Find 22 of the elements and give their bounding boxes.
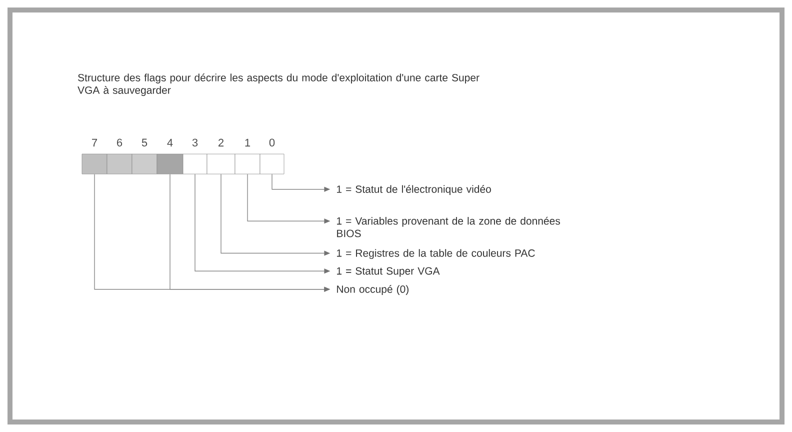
bit-number: 3 (192, 138, 198, 146)
bit-cell (234, 154, 260, 174)
bit-description: 1 = Registres de la table de couleurs PAC (337, 249, 535, 259)
bit-number: 5 (142, 138, 148, 146)
bit-cell (260, 154, 284, 174)
bit-cell (156, 154, 184, 174)
bit-number: 4 (167, 138, 173, 146)
title: Structure des flags pour décrire les aspects du mode d'exploitation d'une carte Super VGA à sauvegarder (78, 74, 480, 96)
bit-description: 1 = Statut Super VGA (337, 267, 440, 277)
bit-number: 1 (245, 138, 250, 146)
bit-description: 1 = Variables provenant de la zone de données BIOS (337, 216, 560, 238)
bit-cell (206, 154, 236, 174)
bit-number: 6 (117, 138, 122, 146)
bit-cell (132, 154, 158, 174)
bit-description: Non occupé (0) (337, 285, 408, 295)
bit-number: 2 (218, 138, 224, 146)
bit-cell (182, 154, 208, 174)
bit-description: 1 = Statut de l'électronique vidéo (337, 185, 491, 195)
bit-number: 7 (92, 138, 98, 146)
bit-number: 0 (269, 138, 275, 146)
bit-cell (82, 154, 108, 174)
bit-cell (106, 154, 132, 174)
